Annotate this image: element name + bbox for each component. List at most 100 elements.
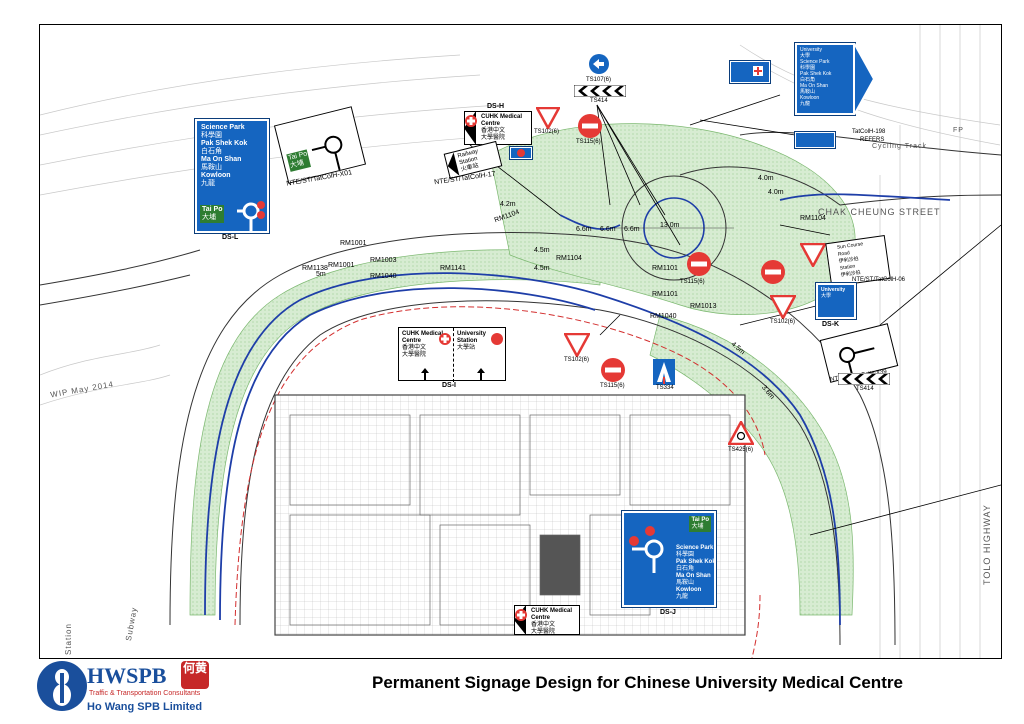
nte-198-label: TatColH-198 (852, 129, 886, 135)
no-entry-sign-4 (601, 358, 625, 382)
dimension-6-6m-b: 6.6m (600, 226, 616, 233)
direction-sign-ds-k: University 大學 (815, 282, 857, 320)
ts334-label: TS334 (656, 385, 674, 391)
roundabout-sign-white: Tai Po 大埔 (273, 106, 367, 184)
rm1138-label: RM1138 (302, 265, 328, 272)
arrow-up-icon (477, 368, 485, 380)
ts102-label-3: TS102(6) (564, 357, 590, 363)
ts115-label-1: TS115(6) (576, 139, 601, 145)
rm1013-label: RM1013 (690, 303, 717, 310)
rm1003-label: RM1003 (370, 257, 397, 264)
ts414-label-right: TS414 (856, 386, 874, 392)
logo-emblem (37, 661, 87, 711)
ds-k-code: DS-K (822, 321, 840, 328)
map-frame: CHAK CHEUNG STREET TOLO HIGHWAY Cycling … (39, 24, 1002, 659)
street-label-chak-cheung: CHAK CHEUNG STREET (818, 207, 941, 217)
rm1101-label-a: RM1101 (652, 265, 678, 272)
advance-arrow-icon (854, 43, 876, 115)
tai-po-panel: Tai Po 大埔 (200, 205, 225, 223)
site-boundary (234, 306, 766, 658)
hospital-cross-icon (465, 115, 477, 127)
ts115-label-2: TS115(6) (680, 279, 705, 285)
lane-merge-sign (653, 359, 675, 385)
ts115-label-3: TS115(6) (600, 383, 625, 389)
street-label-cycling: Cycling Track (872, 143, 928, 150)
logo-figure-icon (39, 663, 85, 709)
page-title: Permanent Signage Design for Chinese Uni… (372, 673, 903, 692)
ds-i-right-panel: University Station 大學站 (457, 331, 487, 351)
nte-06-label: NTE/ST/TatColH-06 (852, 277, 906, 283)
street-label-station: Station (64, 623, 73, 655)
advance-direction-sign-top-right: University 大學 Science Park 科學園 Pak Shek … (794, 42, 856, 116)
street-label-fp: FP (953, 127, 964, 134)
ds-i-left-panel: CUHK Medical Centre 香港中文 大學醫院 (402, 331, 444, 358)
give-way-sign-4 (564, 333, 590, 357)
give-way-sign-2 (800, 243, 826, 267)
company-name: HWSPB (87, 663, 167, 688)
rm1104-label-c: RM1104 (800, 215, 826, 222)
dimension-4-5m-a: 4.5m (534, 247, 550, 254)
ts102-label-2: TS102(6) (770, 319, 796, 325)
dimension-6-6m-c: 6.6m (624, 226, 640, 233)
rm1001-label-a: RM1001 (340, 240, 367, 247)
chevron-sign-top (574, 85, 626, 97)
ds-l-code: DS-L (222, 234, 239, 241)
ts414-label-top: TS414 (590, 98, 608, 104)
ds-j-code: DS-J (660, 609, 676, 616)
roundabout-icon (311, 135, 343, 171)
company-chinese-mark: 何黄 (181, 661, 209, 689)
ts425-label: TS425(6) (728, 447, 754, 453)
tai-po-panel-ds-j: Tai Po 大埔 (689, 516, 711, 532)
dimension-4-5m-b: 4.5m (534, 265, 550, 272)
rm1141-label: RM1141 (440, 265, 466, 272)
route-lines (204, 193, 951, 626)
rail-icon (491, 333, 503, 345)
ds-i-code: DS-I (442, 382, 456, 389)
roundabout-warning-sign (728, 421, 754, 445)
road-edges (40, 131, 1001, 646)
dimension-4-0m-b: 4.0m (768, 189, 784, 196)
no-entry-sign-3 (687, 252, 711, 276)
direction-sign-ds-l: Science Park 科學園 Pak Shek Kok 白石角 Ma On … (194, 118, 270, 234)
rm1101-label-b: RM1101 (652, 291, 678, 298)
give-way-sign-3 (770, 295, 796, 319)
rm1040-label-b: RM1040 (650, 313, 677, 320)
hospital-cross-icon (439, 333, 451, 345)
hospital-cross-icon (517, 149, 525, 157)
rm1001-label-b: RM1001 (328, 262, 355, 269)
roundabout-diagram-icon (629, 526, 664, 573)
ds-h-code: DS-H (487, 103, 505, 110)
dimension-13m: 13.0m (660, 222, 680, 229)
small-blue-sign-top (729, 60, 771, 84)
chevron-sign-right (838, 373, 890, 385)
ts107-label: TS107(6) (586, 77, 612, 83)
ts102-label-1: TS102(6) (534, 129, 560, 135)
direction-sign-bottom: CUHK Medical Centre 香港中文 大學醫院 (514, 605, 580, 635)
arrow-left-icon (447, 152, 460, 176)
no-entry-sign-1 (578, 114, 602, 138)
rm1040-label: RM1040 (370, 273, 397, 280)
rm1104-label-b: RM1104 (556, 255, 582, 262)
hospital-cross-icon (515, 609, 527, 621)
refers-label: REFERS (860, 137, 885, 143)
railway-station-sign: Railway Station 火車站 (443, 140, 503, 180)
direction-sign-ds-j: Tai Po 大埔 Science Park 科學園 Pak Shek Kok … (621, 510, 717, 608)
no-entry-sign-2 (761, 260, 785, 284)
arrow-up-icon (421, 368, 429, 380)
leader-lines (469, 94, 1001, 536)
dimension-4-0m-a: 4.0m (758, 175, 774, 182)
company-logo: HWSPB 何黄 Traffic & Transportation Consul… (37, 661, 212, 717)
turn-left-sign (589, 54, 609, 74)
direction-sign-ds-h: CUHK Medical Centre 香港中文 大學醫院 (464, 111, 532, 145)
small-blue-sign-right (794, 131, 836, 149)
company-tagline: Traffic & Transportation Consultants (89, 690, 201, 697)
direction-sign-ds-i: CUHK Medical Centre 香港中文 大學醫院 University… (398, 327, 506, 382)
street-label-tolo: TOLO HIGHWAY (982, 504, 992, 585)
ds-j-destinations: Science Park 科學園 Pak Shek Kok 白石角 Ma On … (676, 545, 716, 600)
dimension-5m: 5m (316, 271, 326, 278)
company-full-name: Ho Wang SPB Limited (87, 701, 203, 713)
dimension-6-6m-a: 6.6m (576, 226, 592, 233)
dimension-4-2m: 4.2m (500, 201, 516, 208)
hospital-cross-icon (753, 66, 763, 76)
hospital-small-sign (509, 146, 533, 160)
